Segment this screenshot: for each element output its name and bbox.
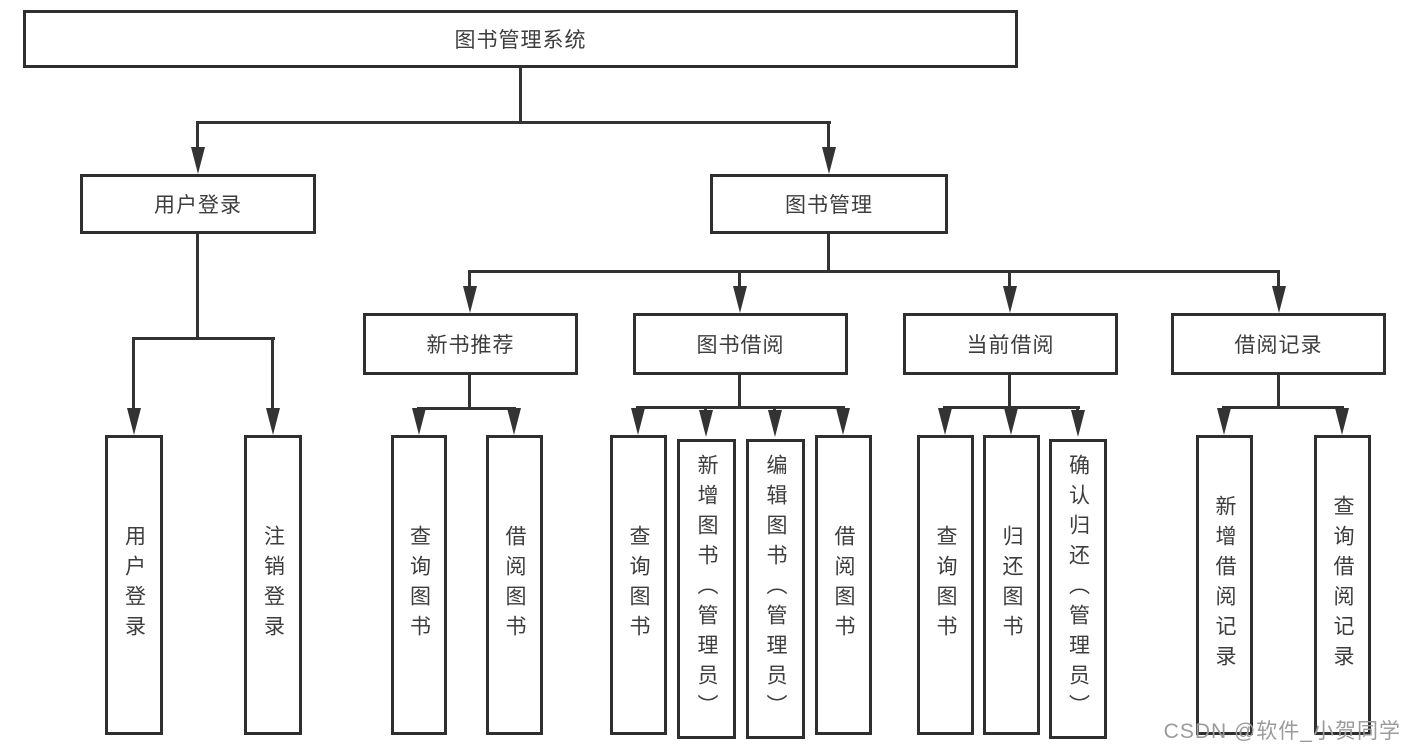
edge-root-split [197,121,831,124]
node-root: 图书管理系统 [23,10,1018,68]
node-bb-add-book-label: 新增图书（管理员） [695,454,718,724]
node-cb-confirm-return: 确认归还（管理员） [1049,439,1107,739]
node-new-book-rec: 新书推荐 [363,313,578,375]
edge-new-book-rec-trunk [468,375,471,407]
edge-new-book-rec-split [418,407,516,410]
arrowhead-to-cb-confirm [1071,410,1085,437]
csdn-watermark: CSDN @软件_小贺同学 [1163,720,1401,743]
node-book-mgmt-label: 图书管理 [785,194,873,217]
node-nb-borrow-book-label: 借阅图书 [503,525,526,645]
node-cb-confirm-return-label: 确认归还（管理员） [1066,454,1090,724]
edge-book-borrow-trunk [738,375,741,406]
node-cb-return-book: 归还图书 [983,435,1040,735]
node-current-borrow: 当前借阅 [903,313,1118,375]
edge-root-trunk [519,68,522,121]
edge-book-mgmt-trunk [827,234,830,270]
node-bb-borrow-book-label: 借阅图书 [832,525,855,645]
edge-user-login-split [133,337,275,340]
node-nb-query-book: 查询图书 [391,435,447,735]
node-br-add-record-label: 新增借阅记录 [1213,495,1236,675]
arrowhead-to-bb-borrow [836,408,850,435]
node-nb-borrow-book: 借阅图书 [486,435,543,735]
edge-to-new-book-rec-shaft [468,270,471,288]
arrowhead-to-book-mgmt [822,147,836,174]
edge-to-current-borrow-shaft [1008,270,1011,288]
node-leaf-user-login-label: 用户登录 [122,525,146,645]
edge-borrow-record-split [1223,406,1344,409]
node-br-add-record: 新增借阅记录 [1196,435,1253,735]
node-bb-query-book: 查询图书 [610,435,667,735]
arrowhead-to-book-borrow [733,286,747,313]
arrowhead-to-cb-query [938,408,952,435]
node-leaf-logout: 注销登录 [244,435,302,735]
arrowhead-to-nb-query [412,408,426,435]
node-borrow-record-label: 借阅记录 [1234,334,1323,357]
node-leaf-logout-label: 注销登录 [261,525,285,645]
arrowhead-to-br-add [1217,408,1231,435]
edge-to-borrow-record-shaft [1277,270,1280,288]
edge-to-leaf-user-login-shaft [132,337,135,410]
node-borrow-record: 借阅记录 [1171,313,1386,375]
arrowhead-to-br-query [1335,408,1349,435]
node-new-book-rec-label: 新书推荐 [426,334,515,357]
arrowhead-to-current-borrow [1003,286,1017,313]
arrowhead-to-bb-edit [768,410,782,437]
edge-book-mgmt-split [469,270,1280,273]
node-bb-add-book: 新增图书（管理员） [677,439,736,739]
arrowhead-to-cb-return [1004,408,1018,435]
edge-root-to-book-mgmt-shaft [827,121,830,150]
node-bb-edit-book-label: 编辑图书（管理员） [764,454,787,724]
node-nb-query-book-label: 查询图书 [407,525,431,645]
edge-root-to-user-login-shaft [196,121,199,150]
arrowhead-to-bb-query [631,408,645,435]
node-book-mgmt: 图书管理 [710,174,948,234]
node-cb-return-book-label: 归还图书 [1000,525,1023,645]
node-user-login-label: 用户登录 [154,194,242,217]
node-cb-query-book-label: 查询图书 [934,525,957,645]
node-book-borrow: 图书借阅 [633,313,848,375]
edge-to-leaf-logout-shaft [271,337,274,410]
node-current-borrow-label: 当前借阅 [966,334,1055,357]
node-leaf-user-login: 用户登录 [105,435,163,735]
node-br-query-record: 查询借阅记录 [1314,435,1371,735]
node-bb-edit-book: 编辑图书（管理员） [746,439,805,739]
edge-current-borrow-split [944,406,1080,409]
edge-user-login-trunk [196,234,199,337]
node-book-borrow-label: 图书借阅 [696,334,785,357]
arrowhead-to-leaf-user-login [127,408,141,435]
edge-to-book-borrow-shaft [738,270,741,288]
edge-borrow-record-trunk [1277,375,1280,406]
node-bb-borrow-book: 借阅图书 [815,435,872,735]
arrowhead-to-bb-add [699,410,713,437]
arrowhead-to-user-login [191,147,205,174]
edge-current-borrow-trunk [1008,375,1011,406]
arrowhead-to-borrow-record [1272,286,1286,313]
arrowhead-to-leaf-logout [266,408,280,435]
node-cb-query-book: 查询图书 [917,435,974,735]
arrowhead-to-new-book-rec [463,286,477,313]
node-bb-query-book-label: 查询图书 [627,525,650,645]
node-root-label: 图书管理系统 [454,29,587,52]
edge-book-borrow-split [637,406,845,409]
node-user-login: 用户登录 [80,174,316,234]
node-br-query-record-label: 查询借阅记录 [1331,495,1354,675]
arrowhead-to-nb-borrow [507,408,521,435]
